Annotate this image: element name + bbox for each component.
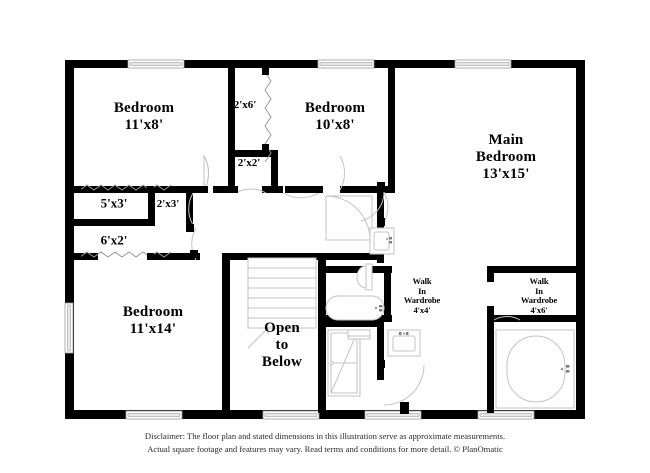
bathtub-fixture-2 <box>495 329 575 409</box>
bathtub-fixture-1 <box>325 295 385 321</box>
disclaimer: Disclaimer: The floor plan and stated di… <box>0 430 650 457</box>
closet-door-6x2 <box>79 251 172 258</box>
door-main-bath <box>493 316 521 321</box>
shower-fixture <box>325 195 373 241</box>
closet-doors <box>79 71 272 258</box>
interior-walls <box>70 62 579 414</box>
sink-fixture-1 <box>369 227 395 255</box>
window-top-2 <box>317 59 375 69</box>
window-top-1 <box>127 59 185 69</box>
toilet-fixture-2 <box>347 329 371 340</box>
window-bottom-2 <box>262 410 320 420</box>
disclaimer-line-2: Actual square footage and features may v… <box>147 444 503 455</box>
window-bottom-4 <box>477 410 535 420</box>
toilet-fixture-1 <box>356 263 373 291</box>
staircase <box>247 257 317 349</box>
sink-fixture-2 <box>387 329 421 357</box>
door-bedroom-top-mid <box>282 192 320 199</box>
door-main-bedroom <box>383 191 389 223</box>
windows <box>64 59 535 420</box>
door-jambs <box>186 182 409 411</box>
fixtures <box>247 195 575 409</box>
window-bottom-1 <box>125 410 183 420</box>
closet-door-5x3 <box>79 184 172 191</box>
window-bottom-3 <box>364 410 422 420</box>
door-lower-bath <box>383 364 425 406</box>
door-closet-2x3 <box>188 192 194 226</box>
window-top-3 <box>454 59 512 69</box>
disclaimer-line-1: Disclaimer: The floor plan and stated di… <box>144 431 506 441</box>
door-closet-2x2 <box>235 188 267 194</box>
window-left-1 <box>64 302 74 354</box>
shower-fixture-2 <box>327 329 361 397</box>
closet-door-jambs <box>74 68 269 260</box>
